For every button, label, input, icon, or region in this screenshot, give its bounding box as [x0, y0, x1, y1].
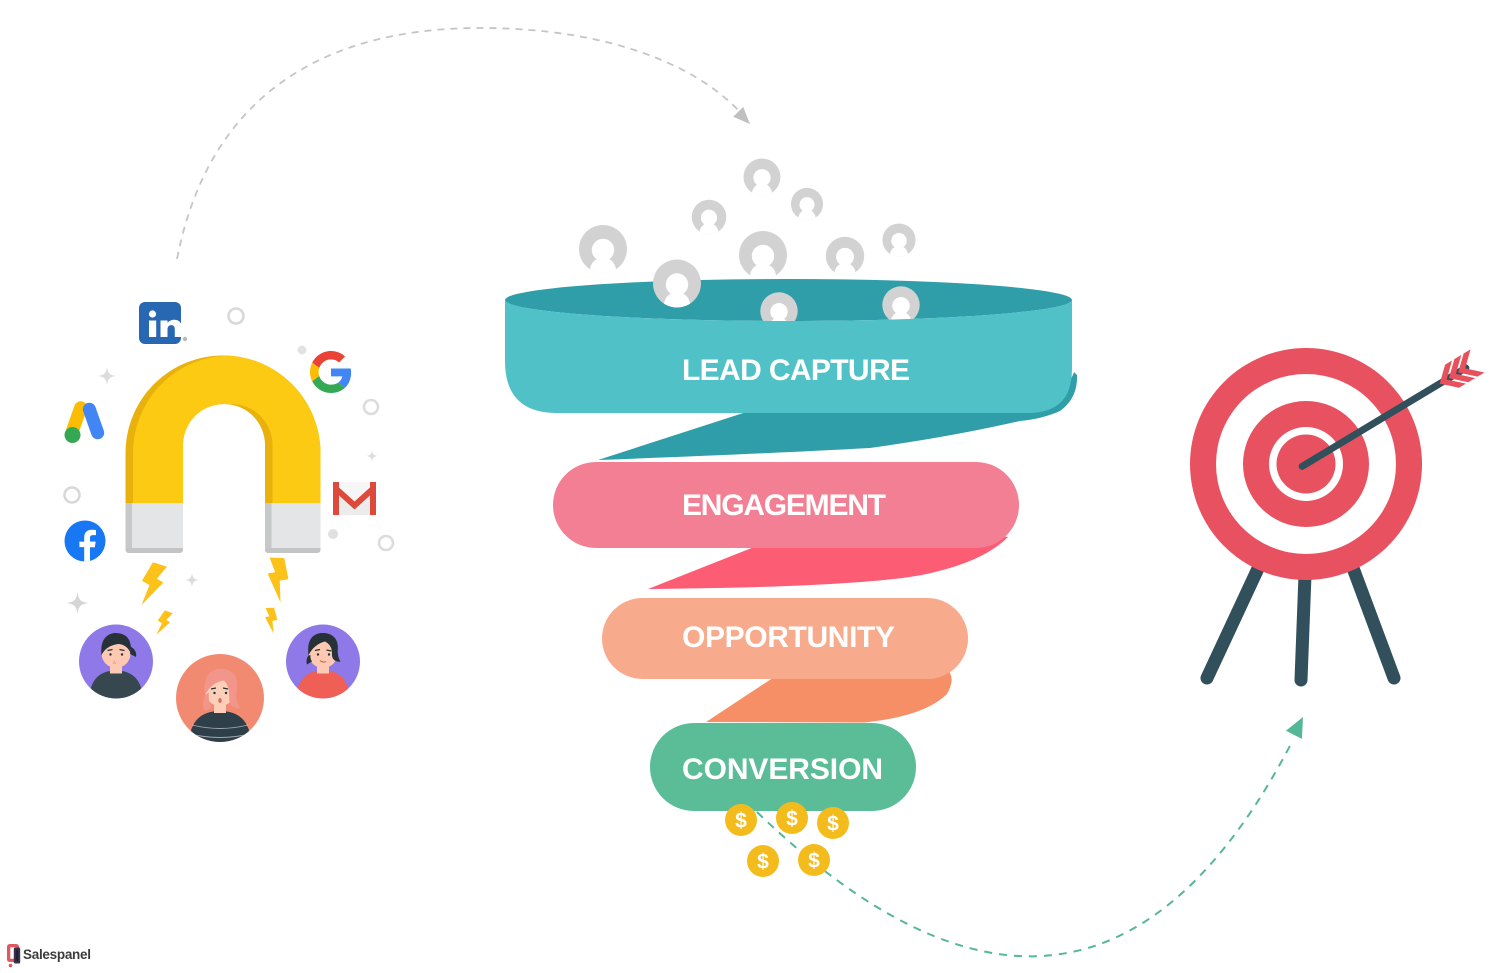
svg-text:LEAD CAPTURE: LEAD CAPTURE: [682, 354, 910, 387]
svg-text:OPPORTUNITY: OPPORTUNITY: [682, 621, 895, 654]
svg-text:Salespanel: Salespanel: [23, 947, 91, 962]
svg-text:ENGAGEMENT: ENGAGEMENT: [682, 489, 886, 522]
svg-text:CONVERSION: CONVERSION: [682, 753, 883, 786]
